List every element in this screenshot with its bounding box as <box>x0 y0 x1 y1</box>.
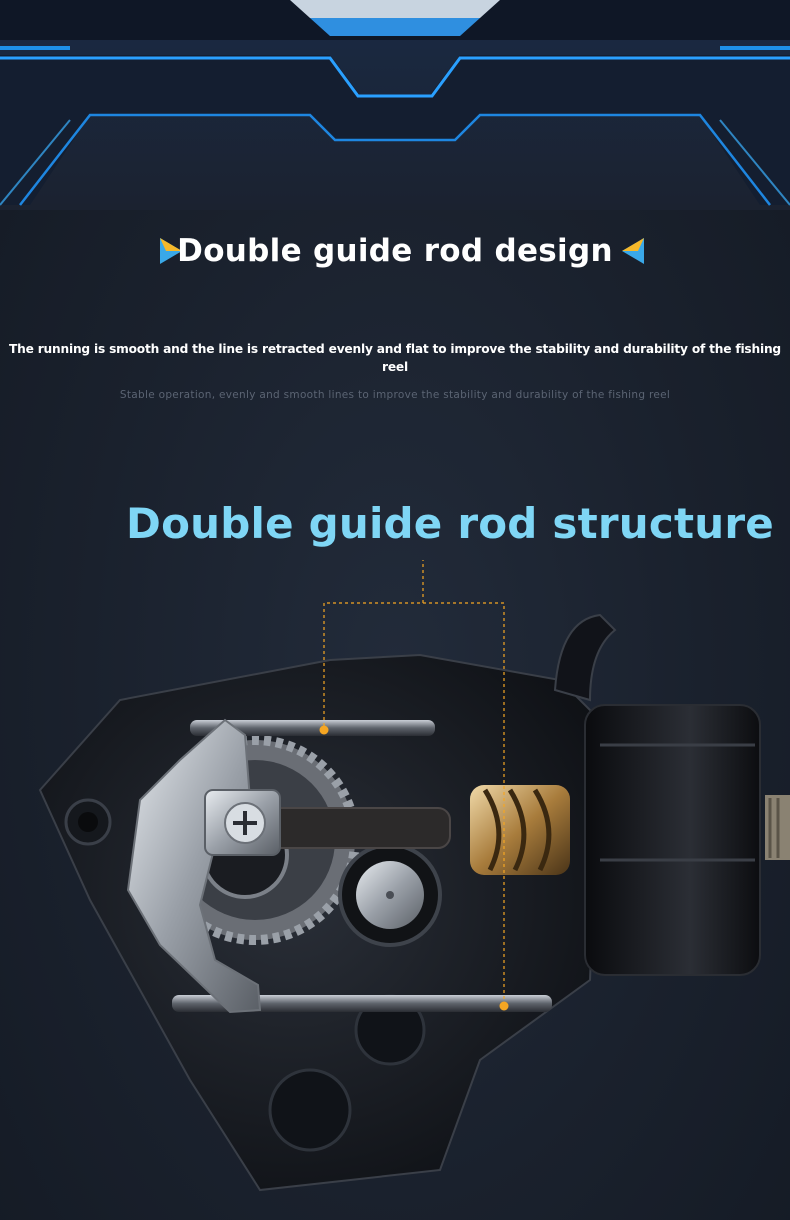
reel-mechanism-illustration <box>38 560 790 1192</box>
left-arrow-icon <box>622 238 644 264</box>
callout-dot-top-rod <box>319 725 329 735</box>
top-banner-graphic <box>0 0 790 210</box>
title-row: Double guide rod design <box>0 228 790 276</box>
structure-title: Double guide rod structure <box>126 499 774 548</box>
callout-dot-bottom-rod <box>499 1001 509 1011</box>
feature-caption: Stable operation, evenly and smooth line… <box>119 389 671 401</box>
right-arrow-icon <box>160 238 182 264</box>
page-title: Double guide rod design <box>177 233 613 269</box>
feature-description: The running is smooth and the line is re… <box>9 342 781 374</box>
